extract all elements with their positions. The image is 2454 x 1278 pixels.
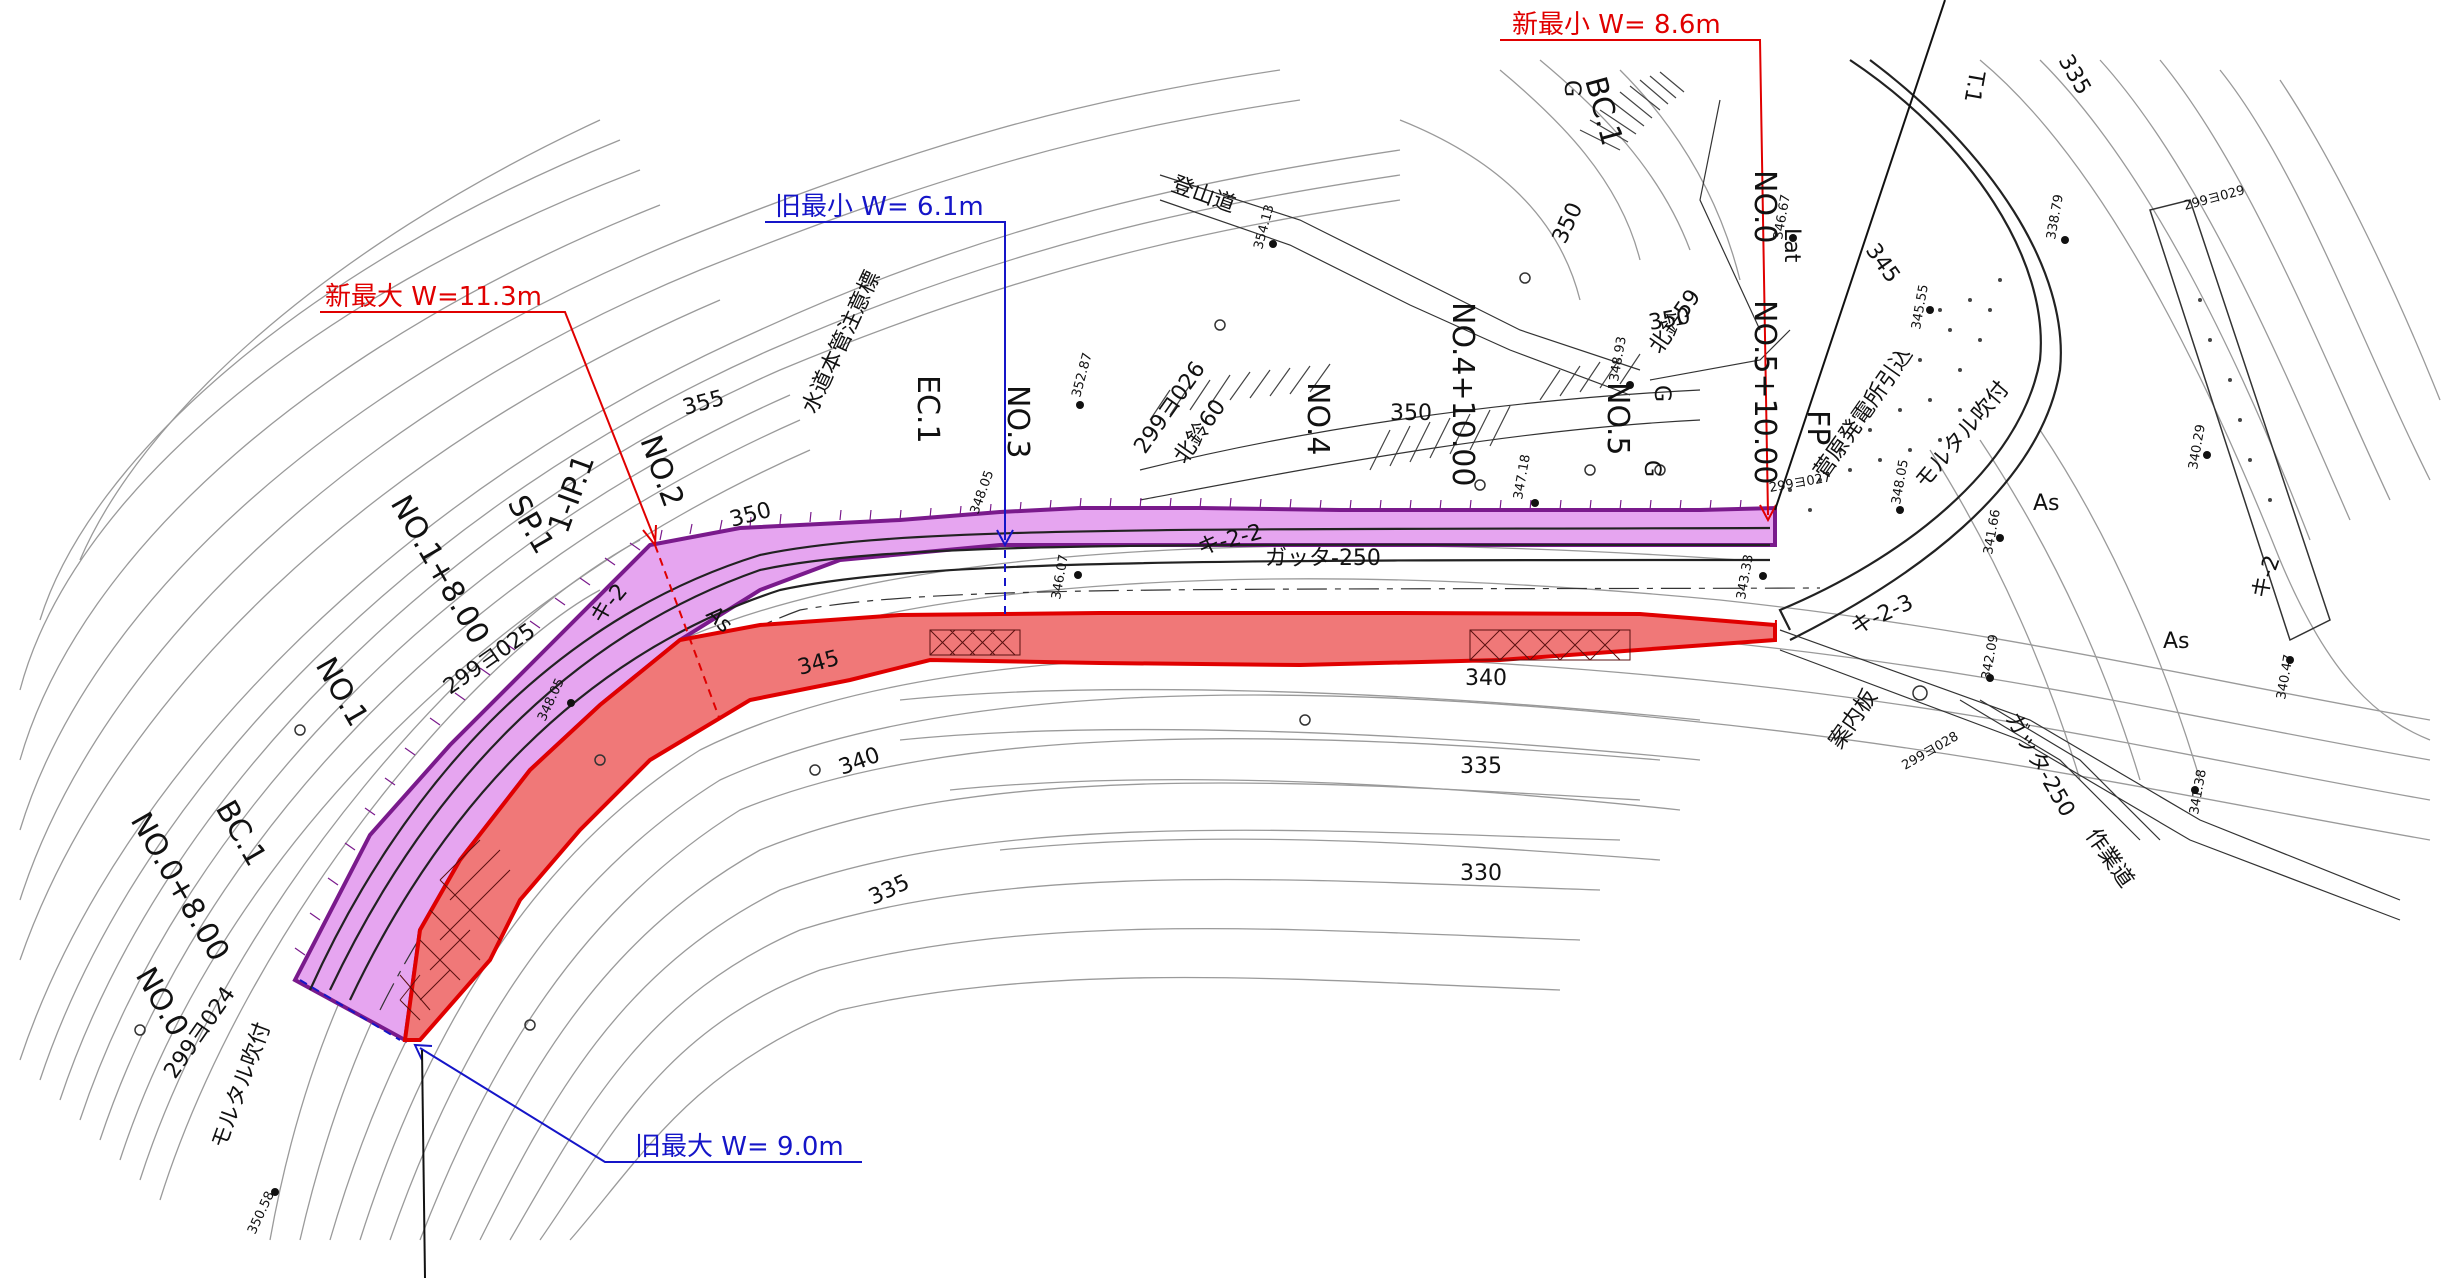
station-bc1-right: BC.1 <box>1577 73 1629 149</box>
work-road-label: 作業道 <box>2080 824 2138 892</box>
contour-345b: 345 <box>1860 239 1905 288</box>
lat-label: Lat <box>1779 228 1804 263</box>
contour-350b: 350 <box>1390 401 1432 426</box>
code-029: 299ヨ029 <box>2182 183 2246 214</box>
station-no0-right: NO.0 <box>1747 170 1782 243</box>
slope-hatching <box>1149 71 1685 471</box>
upper-roads <box>1139 99 1791 501</box>
g-marker-2: G <box>1639 460 1664 477</box>
old-max-width-label: 旧最大 W= 9.0m <box>635 1132 844 1162</box>
mortar-right-label: モルタル吹付 <box>1910 377 2014 494</box>
open-circles <box>134 272 1928 1036</box>
station-fp: FP <box>1800 410 1835 445</box>
new-road-area <box>292 505 1777 1044</box>
station-no4-10: NO.4+10.00 <box>1445 302 1480 486</box>
new-min-width-label: 新最小 W= 8.6m <box>1512 10 1721 40</box>
station-no0: NO.0 <box>128 962 195 1043</box>
contour-330: 330 <box>1460 861 1502 886</box>
right-curved-road <box>1778 59 2401 921</box>
station-t1: T.1 <box>1959 68 1989 105</box>
survey-points <box>271 234 2294 1196</box>
elev-34138: 341.38 <box>2187 768 2210 815</box>
new-max-width-label: 新最大 W=11.3m <box>325 282 542 312</box>
station-no1-8: NO.1+8.00 <box>383 490 496 651</box>
ki2-right-label: キ-2 <box>2247 552 2286 602</box>
elev-35058: 350.58 <box>245 1189 278 1237</box>
contour-355: 355 <box>680 386 727 421</box>
station-no5: NO.5 <box>1600 382 1635 455</box>
elev-34047: 340.47 <box>2274 653 2297 700</box>
g-marker-3: G <box>1649 385 1674 402</box>
station-no4: NO.4 <box>1300 382 1335 455</box>
gutter-label-center: ガッタ-250 <box>1265 546 1381 571</box>
elev-34805b: 348.05 <box>968 468 998 516</box>
crosshatch-patches <box>399 629 1631 1021</box>
station-bc1: BC.1 <box>208 795 273 873</box>
elev-33879: 338.79 <box>2044 193 2067 240</box>
contour-340a: 340 <box>836 743 884 781</box>
elev-34209: 342.09 <box>1979 633 2002 680</box>
station-no1: NO.1 <box>308 652 375 733</box>
old-min-width-label: 旧最小 W= 6.1m <box>775 192 984 222</box>
code-028: 299ヨ028 <box>1900 729 1962 773</box>
elev-34718: 347.18 <box>1511 453 1534 500</box>
road-top-slope-ticks <box>294 497 1742 956</box>
contour-350c: 350 <box>1548 199 1588 248</box>
elev-34805c: 348.05 <box>1889 458 1912 505</box>
contour-labels: 355 350 350 350 350 345 345 340 340 335 … <box>680 51 2095 911</box>
contour-335b: 335 <box>1460 754 1502 779</box>
as-mid-label: As <box>2033 491 2060 516</box>
ki23-label: キ-2-3 <box>1847 590 1917 640</box>
station-ip1: 1-IP.1 <box>542 450 603 538</box>
mortar-left-label: モルタル吹付 <box>207 1019 276 1152</box>
elev-34893: 348.93 <box>1607 335 1630 382</box>
contour-340b: 340 <box>1465 666 1507 691</box>
station-ec1: EC.1 <box>910 375 945 444</box>
right-retaining-strip <box>2149 199 2331 642</box>
g-marker-1: G <box>1559 80 1584 97</box>
as-right-label: As <box>2163 629 2190 654</box>
contour-lines <box>19 59 2441 1241</box>
elev-34166: 341.66 <box>1981 508 2004 555</box>
station-no3: NO.3 <box>1000 385 1035 458</box>
elev-34607: 346.07 <box>1049 553 1072 600</box>
mortar-spray-area <box>1788 278 2272 512</box>
station-no5-10: NO.5+10.00 <box>1747 300 1782 484</box>
elev-34029: 340.29 <box>2186 423 2209 470</box>
contour-335c: 335 <box>2053 51 2096 100</box>
water-main-marker-label: 水道本管注意標 <box>798 267 886 417</box>
callout-leaders <box>299 0 1946 1278</box>
contour-350d: 350 <box>1647 304 1693 336</box>
elev-35287: 352.87 <box>1069 351 1095 399</box>
